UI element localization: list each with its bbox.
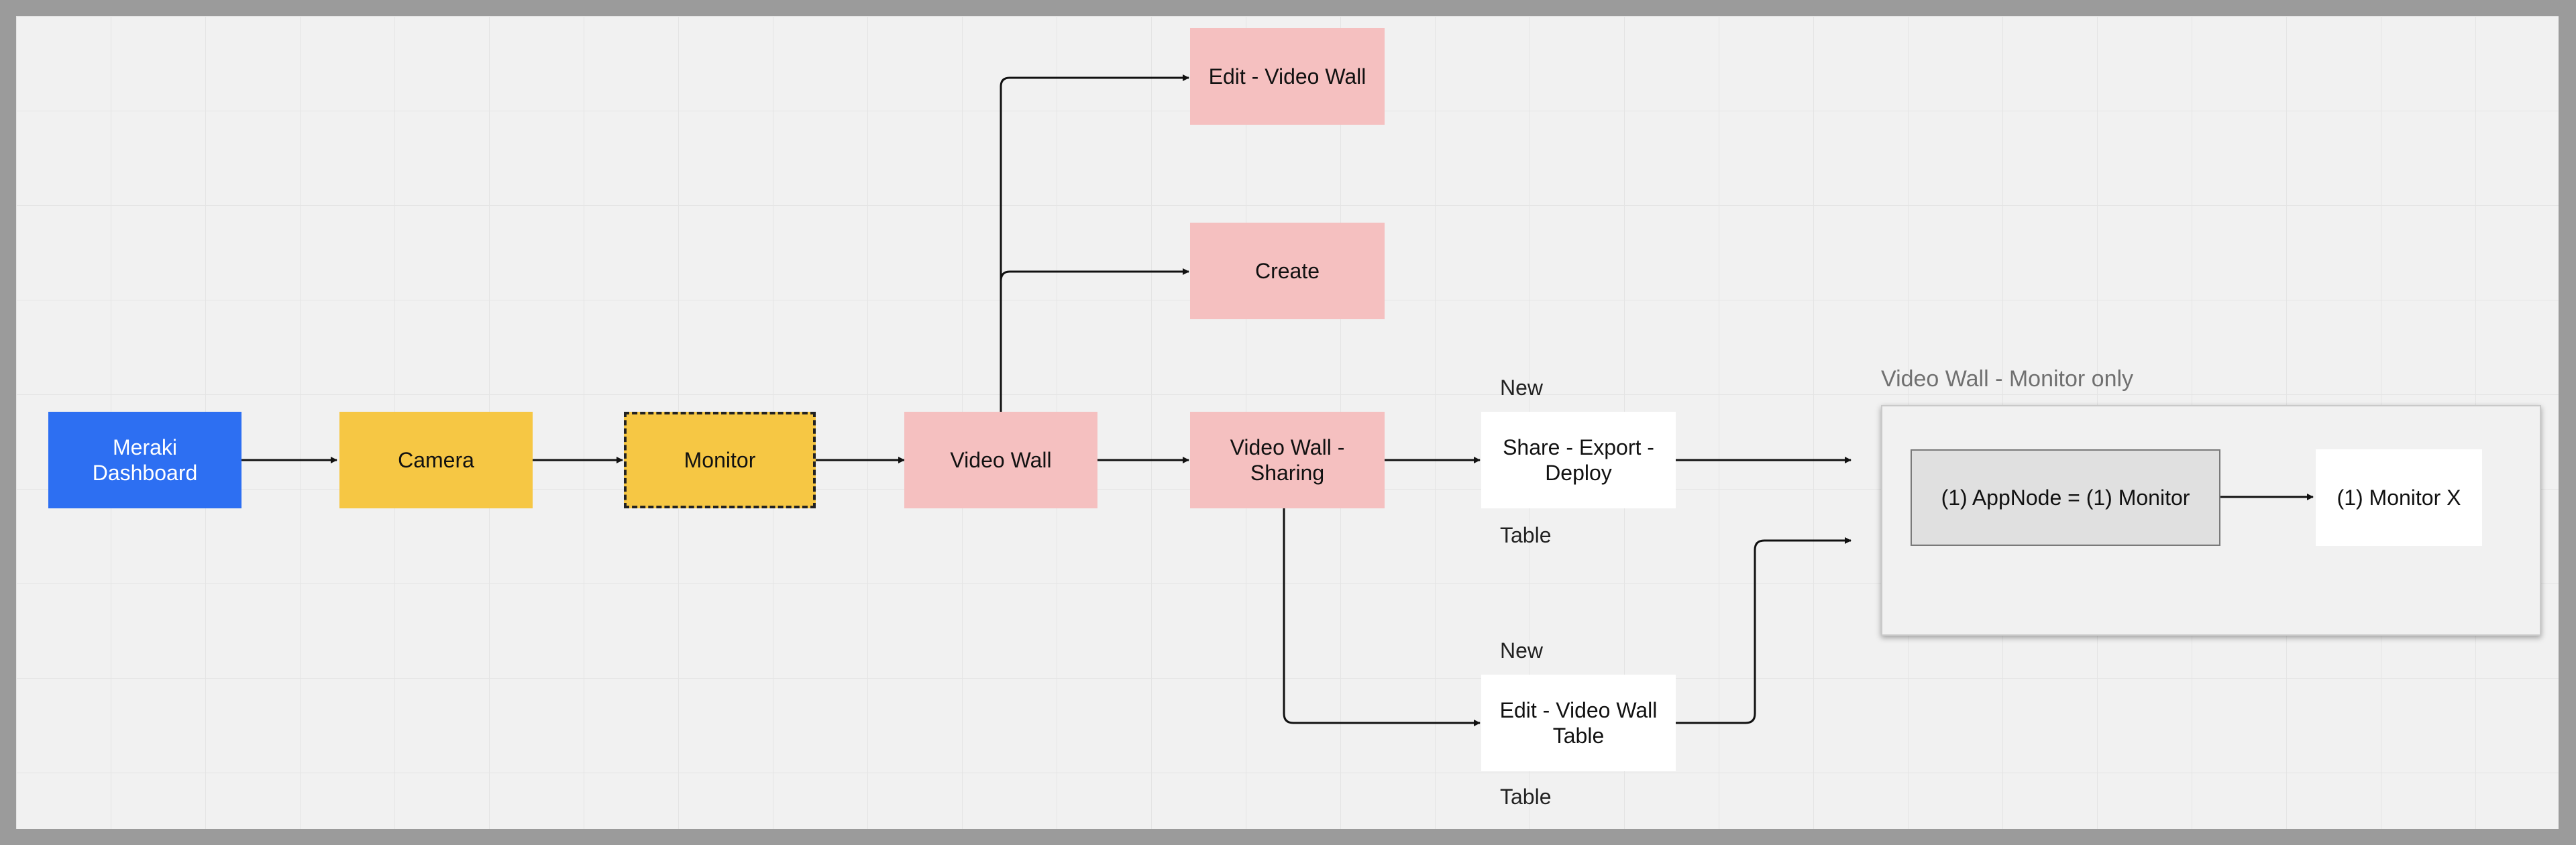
connector-layer (241, 74, 2314, 726)
video-wall-sharing-node[interactable]: Video Wall - Sharing (1190, 412, 1385, 508)
edit-new-label: New (1500, 638, 1544, 663)
appnode-monitor-node[interactable]: (1) AppNode = (1) Monitor (1911, 449, 2220, 546)
edge-videowall-edit (1000, 74, 1189, 412)
video-wall-node[interactable]: Video Wall (904, 412, 1097, 508)
edit-video-wall-node[interactable]: Edit - Video Wall (1190, 28, 1385, 125)
share-new-label: New (1500, 376, 1544, 400)
edge-edittable-group (1676, 537, 1851, 724)
monitor-node[interactable]: Monitor (624, 412, 816, 508)
camera-node[interactable]: Camera (339, 412, 533, 508)
share-export-deploy-node[interactable]: Share - Export - Deploy (1481, 412, 1676, 508)
edit-table-label: Table (1500, 785, 1552, 809)
monitor-x-node[interactable]: (1) Monitor X (2316, 449, 2482, 546)
edge-sharing-edittable (1283, 508, 1481, 726)
meraki-dashboard-node[interactable]: Meraki Dashboard (48, 412, 241, 508)
group-title: Video Wall - Monitor only (1881, 366, 2134, 392)
edit-video-wall-table-node[interactable]: Edit - Video Wall Table (1481, 675, 1676, 771)
create-node[interactable]: Create (1190, 223, 1385, 319)
diagram-canvas: Video Wall - Monitor only Meraki Dashboa… (16, 16, 2559, 829)
edge-videowall-create (1000, 268, 1189, 282)
share-table-label: Table (1500, 523, 1552, 547)
